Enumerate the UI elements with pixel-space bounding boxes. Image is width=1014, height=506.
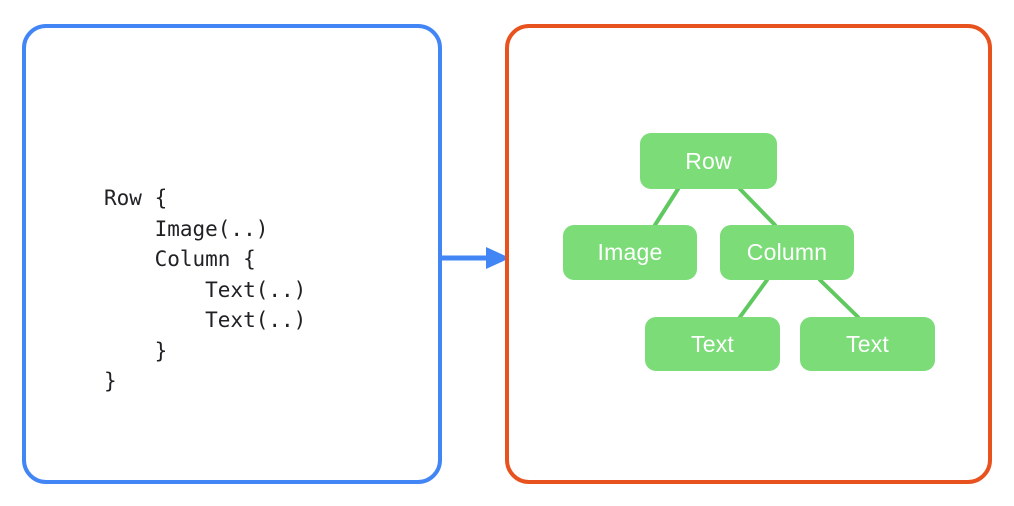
tree-node-row-label: Row <box>685 147 732 174</box>
code-panel: Row { Image(..) Column { Text(..) Text(.… <box>22 24 442 484</box>
tree-node-text-1-label: Text <box>691 330 734 357</box>
tree-node-text-2[interactable]: Text <box>800 317 935 371</box>
tree-node-text-2-label: Text <box>846 330 889 357</box>
arrow-right-icon <box>438 247 510 269</box>
tree-node-image-label: Image <box>597 239 663 265</box>
tree-node-row[interactable]: Row <box>640 133 777 189</box>
tree-node-image[interactable]: Image <box>563 225 697 280</box>
tree-node-column[interactable]: Column <box>720 225 854 280</box>
tree-node-text-1[interactable]: Text <box>645 317 780 371</box>
composable-source-code: Row { Image(..) Column { Text(..) Text(.… <box>104 186 307 393</box>
tree-node-column-label: Column <box>746 239 828 265</box>
